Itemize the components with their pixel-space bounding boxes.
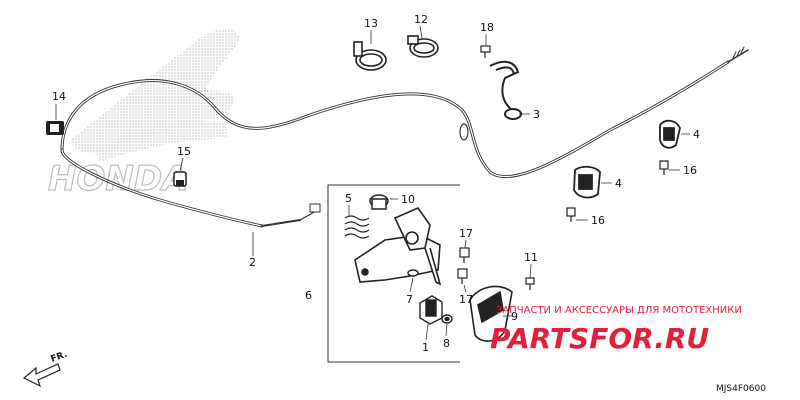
callout-12: 12 — [414, 13, 428, 26]
callout-6: 6 — [305, 289, 312, 302]
honda-brand-text: HONDA — [48, 159, 188, 199]
front-indicator-label: FR. — [50, 350, 69, 365]
callout-13: 13 — [364, 17, 378, 30]
cable-clip-14 — [46, 121, 64, 135]
callout-16-upper: 16 — [683, 164, 697, 177]
nut-8 — [441, 314, 453, 324]
watermark-logo: PARTSFOR.RU — [490, 322, 709, 355]
pedal-cover-9 — [469, 285, 513, 342]
diagram-code: MJS4F0600 — [716, 384, 766, 394]
callout-3: 3 — [533, 108, 540, 121]
callout-2: 2 — [249, 256, 256, 269]
bolt-11 — [525, 277, 535, 290]
collar-7 — [407, 269, 419, 277]
callout-8: 8 — [443, 337, 450, 350]
cable-clip-15 — [173, 171, 187, 187]
callout-1: 1 — [422, 341, 429, 354]
bolt-17-lower — [457, 268, 468, 284]
cable-holder-4-upper — [659, 119, 681, 149]
pedal-bracket — [354, 207, 442, 286]
switch-1 — [419, 295, 443, 325]
callout-4-upper: 4 — [693, 128, 700, 141]
callout-4-lower: 4 — [615, 177, 622, 190]
bolt-18 — [480, 45, 491, 58]
watermark: ЗАПЧАСТИ И АКСЕССУАРЫ ДЛЯ МОТОТЕХНИКИ PA… — [490, 305, 742, 355]
callout-16-lower: 16 — [591, 214, 605, 227]
pedal-assembly-frame — [327, 184, 460, 363]
front-arrow-icon: FR. — [22, 350, 69, 388]
callout-17-lower: 17 — [459, 293, 473, 306]
callout-14: 14 — [52, 90, 66, 103]
cable-holder-4-lower — [573, 165, 601, 199]
callout-9: 9 — [511, 310, 518, 323]
cable-bracket-3 — [489, 60, 522, 120]
callout-7: 7 — [406, 293, 413, 306]
bolt-16-lower — [566, 207, 576, 222]
spring-5 — [344, 215, 370, 239]
honda-wing-logo: HONDA — [47, 28, 240, 200]
callout-5: 5 — [345, 192, 352, 205]
callout-10: 10 — [401, 193, 415, 206]
callout-17-upper: 17 — [459, 227, 473, 240]
watermark-caption: ЗАПЧАСТИ И АКСЕССУАРЫ ДЛЯ МОТОТЕХНИКИ — [496, 305, 742, 316]
parking-brake-cable — [60, 46, 749, 228]
bolt-17-upper — [459, 247, 470, 263]
band-clamp-12 — [407, 35, 439, 58]
band-clamp-13 — [353, 41, 387, 71]
bolt-16-upper — [659, 160, 669, 175]
callout-11: 11 — [524, 251, 538, 264]
rubber-cap-10 — [369, 194, 389, 210]
leader-lines — [55, 25, 690, 341]
callout-15: 15 — [177, 145, 191, 158]
callout-labels: 14 15 2 13 12 18 3 4 4 16 16 10 5 6 7 1 … — [52, 13, 700, 354]
callout-18: 18 — [480, 21, 494, 34]
